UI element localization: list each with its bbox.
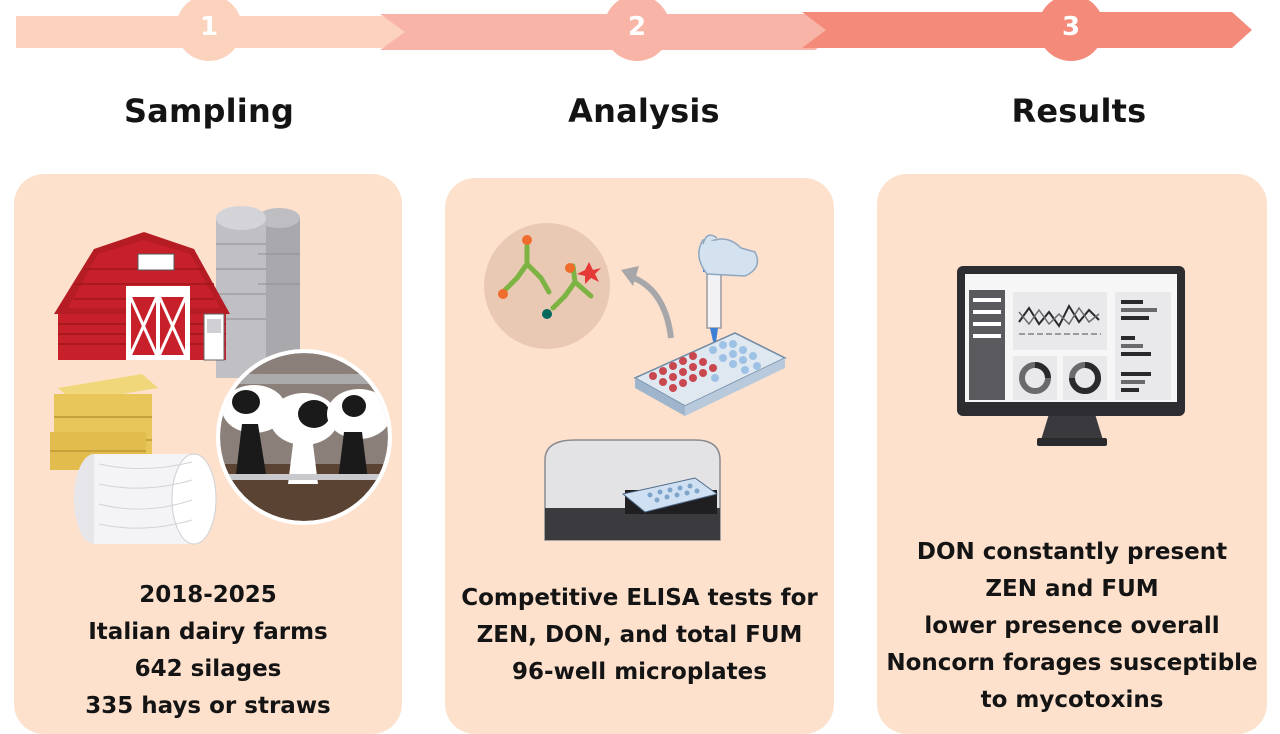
analysis-illustration: [484, 223, 787, 541]
sampling-details: 2018-2025 Italian dairy farms 642 silage…: [14, 577, 402, 725]
monitor-dashboard-icon: [957, 266, 1185, 446]
antibody-icon: [484, 223, 610, 349]
sampling-line: 642 silages: [134, 656, 282, 682]
step-2-title: Analysis: [568, 92, 720, 130]
plate-reader-icon: [544, 439, 721, 541]
results-line: lower presence overall: [924, 613, 1220, 639]
results-line: to mycotoxins: [980, 687, 1164, 713]
curved-arrow-icon: [627, 273, 674, 339]
cows-feeding-icon: [216, 349, 392, 525]
sampling-line: 335 hays or straws: [85, 693, 331, 719]
microplate-icon: [633, 332, 787, 416]
wrapped-bale-icon: [74, 453, 217, 545]
results-line: Noncorn forages susceptible: [886, 650, 1258, 676]
analysis-line: 96-well microplates: [512, 659, 767, 685]
step-3-arrow: [802, 12, 1252, 48]
results-line: ZEN and FUM: [985, 576, 1159, 602]
sampling-illustration: [50, 206, 392, 545]
results-details: DON constantly present ZEN and FUM lower…: [877, 534, 1267, 719]
step-3-circle: [1038, 0, 1104, 61]
step-1-number: 1: [199, 12, 219, 42]
step-1-title: Sampling: [123, 92, 295, 130]
results-illustration: [957, 266, 1185, 446]
step-3-title: Results: [1011, 92, 1147, 130]
analysis-line: Competitive ELISA tests for: [461, 585, 818, 611]
step-1-circle: [176, 0, 242, 61]
silo-icon: [216, 206, 300, 378]
sampling-line: Italian dairy farms: [88, 619, 328, 645]
analysis-line: ZEN, DON, and total FUM: [476, 622, 803, 648]
results-line: DON constantly present: [916, 539, 1228, 565]
progress-arrows: [16, 0, 1252, 61]
analysis-details: Competitive ELISA tests for ZEN, DON, an…: [445, 580, 834, 691]
barn-icon: [54, 232, 230, 361]
step-3-number: 3: [1061, 12, 1081, 42]
sampling-line: 2018-2025: [139, 582, 277, 608]
step-2-number: 2: [627, 12, 647, 42]
step-2-circle: [604, 0, 670, 61]
pipette-icon: [698, 234, 759, 350]
